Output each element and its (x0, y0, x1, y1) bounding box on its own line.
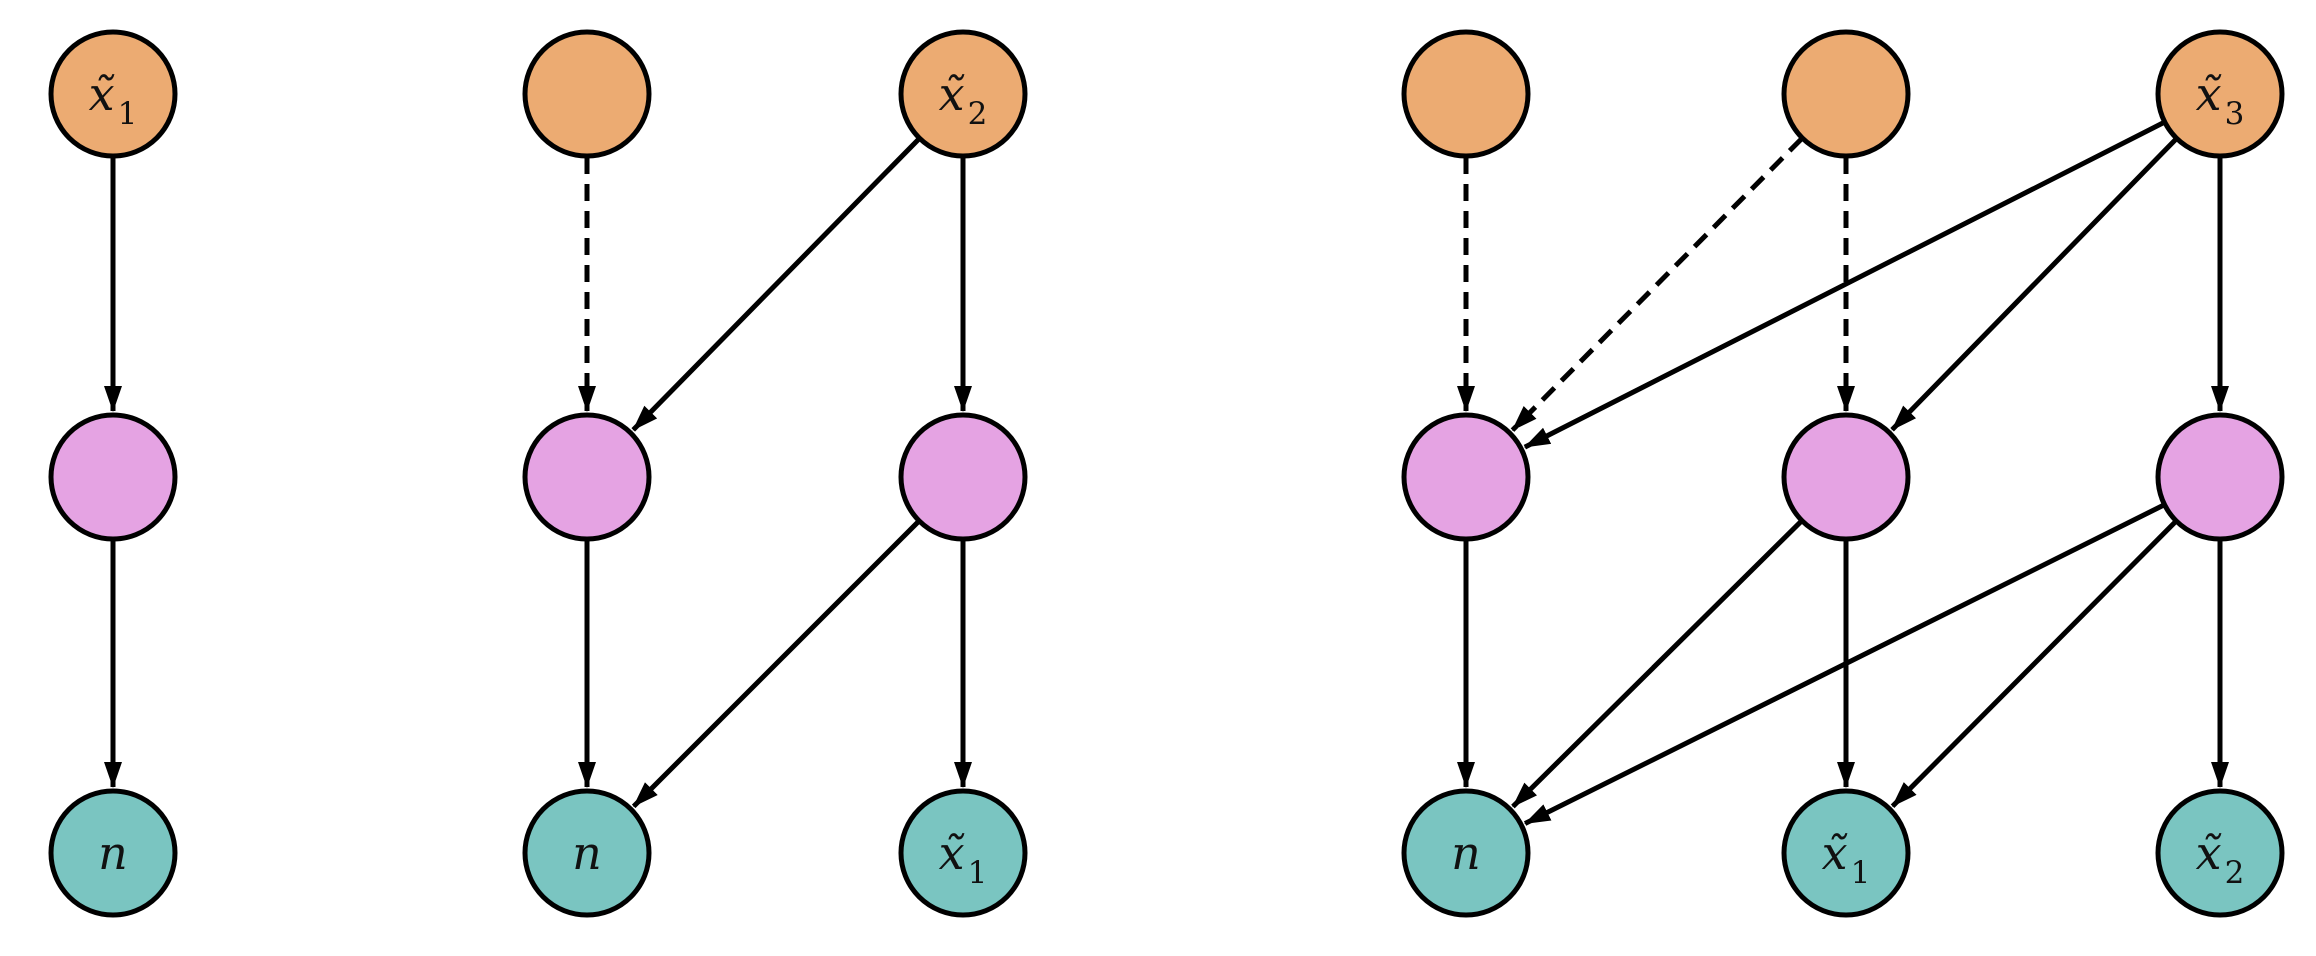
edge-top-3-to-mid-1-solid (1523, 120, 2165, 450)
node-label-step-3-top-3: x̃3 (2196, 67, 2245, 132)
node-label-step-1-bot-1: n (98, 826, 128, 880)
node-label-step-3-bot-1: n (1451, 826, 1481, 880)
node-label-step-2-bot-1: n (572, 826, 602, 880)
top-node-step-3-top-3 (2155, 29, 2285, 159)
middle-node-step-3-mid-1 (1401, 412, 1531, 542)
node-label-step-1-top-1: x̃1 (89, 67, 138, 132)
middle-node-step-1-mid-1 (48, 412, 178, 542)
middle-node-step-3-mid-3 (2155, 412, 2285, 542)
middle-node-step-3-mid-2 (1781, 412, 1911, 542)
node-label-step-2-bot-2: x̃1 (939, 826, 988, 891)
middle-node-step-2-mid-2 (898, 412, 1028, 542)
edge-mid-3-to-bot-2-solid (1890, 519, 2178, 808)
node-label-step-3-bot-3: x̃2 (2196, 826, 2245, 891)
edge-mid-2-to-bot-1-solid (631, 519, 921, 809)
diagram-step-2: x̃2 n x̃1 (522, 29, 1028, 918)
diagram-step-1: x̃1 n (48, 29, 178, 918)
edge-top-2-to-mid-1-dashed (1510, 136, 1804, 432)
top-node-step-2-top-2 (898, 29, 1028, 159)
bottom-node-step-3-bot-3 (2155, 788, 2285, 918)
edge-top-2-to-mid-1-solid (631, 137, 921, 432)
bottom-node-step-3-bot-1 (1401, 788, 1531, 918)
top-node-step-3-top-1 (1401, 29, 1531, 159)
bottom-node-step-3-bot-2 (1781, 788, 1911, 918)
bottom-node-step-2-bot-1 (522, 788, 652, 918)
middle-node-step-2-mid-1 (522, 412, 652, 542)
edge-mid-2-to-bot-1-solid (1511, 519, 1803, 809)
bottom-node-step-1-bot-1 (48, 788, 178, 918)
bottom-node-step-2-bot-2 (898, 788, 1028, 918)
node-label-step-3-bot-2: x̃1 (1822, 826, 1871, 891)
top-node-step-1-top-1 (48, 29, 178, 159)
node-label-step-2-top-2: x̃2 (939, 67, 988, 132)
edge-mid-3-to-bot-1-solid (1523, 502, 2165, 826)
edge-top-3-to-mid-2-solid (1890, 137, 2178, 432)
diagram-step-3: x̃3 n x̃1 x̃2 (1401, 29, 2285, 918)
top-node-step-2-top-1 (522, 29, 652, 159)
top-node-step-3-top-2 (1781, 29, 1911, 159)
